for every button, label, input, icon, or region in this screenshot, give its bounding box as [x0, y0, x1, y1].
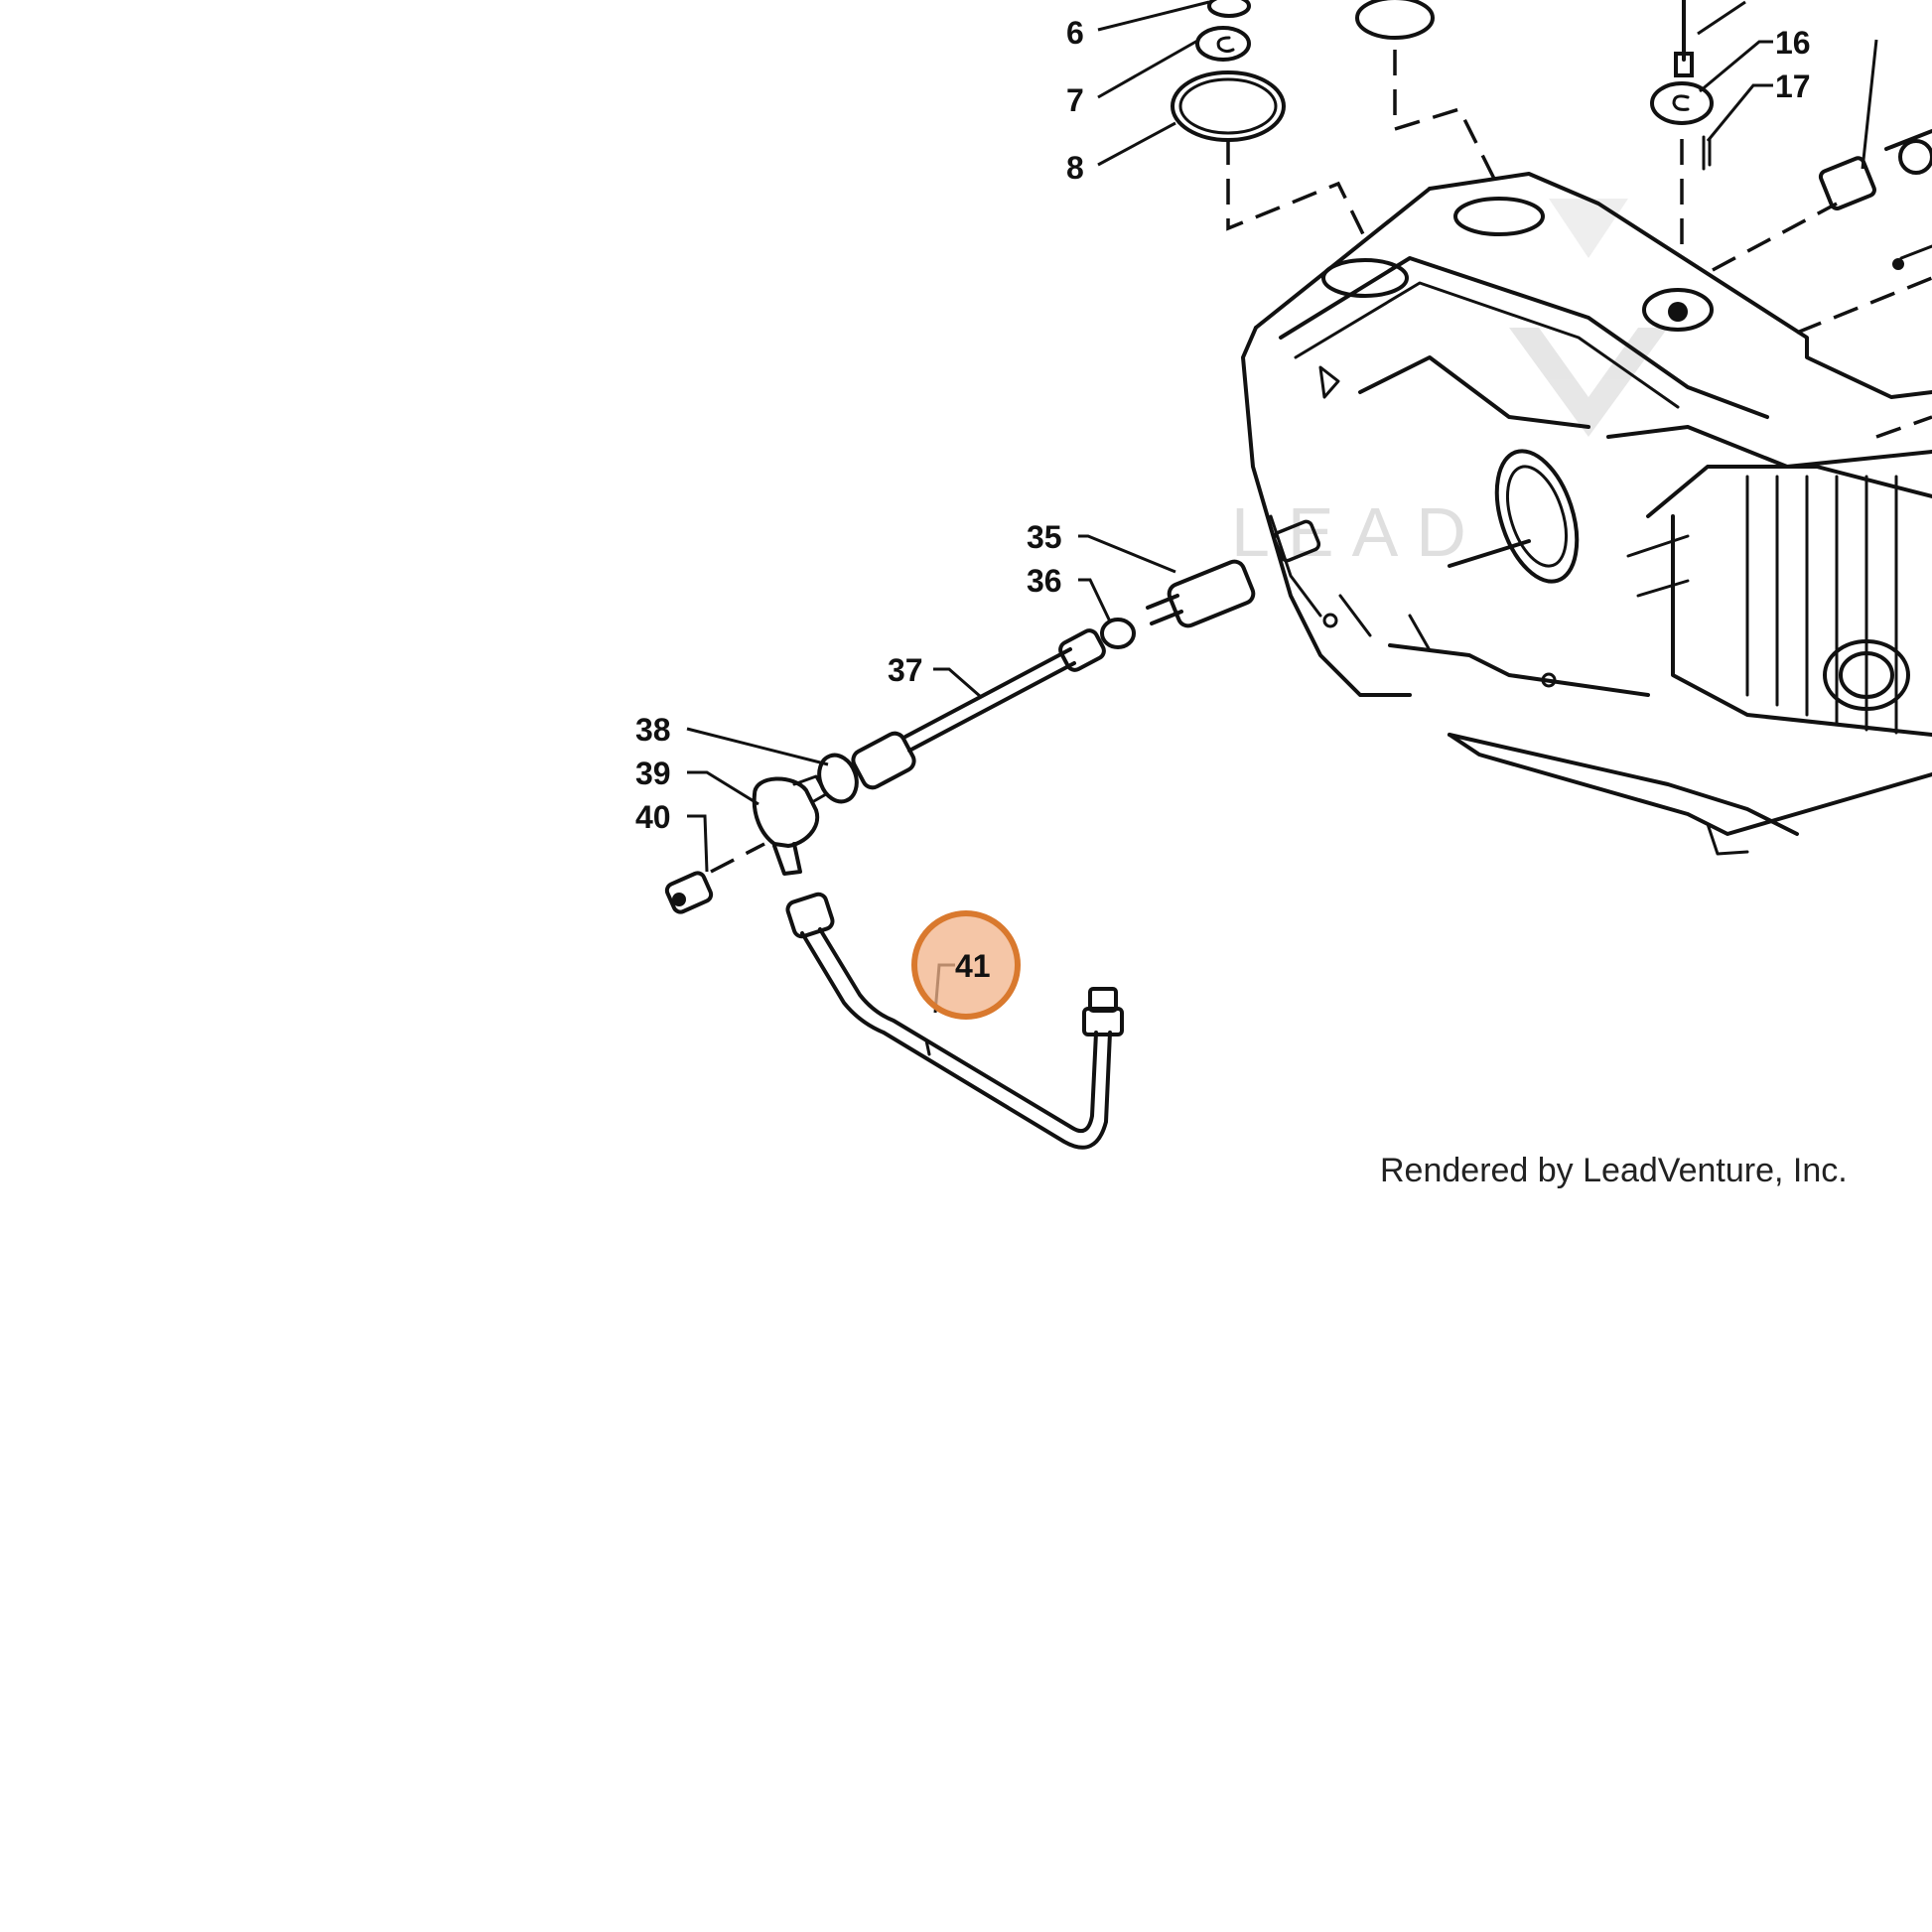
part-group-15-16-17 [1650, 0, 1932, 270]
callout-16[interactable]: 16 [1775, 25, 1811, 61]
watermark: LEAD [1231, 199, 1668, 571]
callout-6[interactable]: 6 [1066, 15, 1084, 51]
engine-crankcase [1241, 172, 1932, 856]
part-41-highlight[interactable] [911, 910, 1021, 1020]
svg-text:LEAD: LEAD [1231, 493, 1484, 571]
part-37 [851, 628, 1106, 790]
callout-36[interactable]: 36 [1027, 563, 1062, 599]
render-credit: Rendered by LeadVenture, Inc. [1380, 1152, 1848, 1189]
callout-37[interactable]: 37 [888, 652, 923, 688]
callout-17[interactable]: 17 [1775, 69, 1811, 104]
part-41 [785, 892, 1124, 1150]
callout-8[interactable]: 8 [1066, 150, 1084, 186]
part-39 [752, 774, 828, 876]
callout-35[interactable]: 35 [1027, 519, 1062, 555]
callout-38[interactable]: 38 [635, 712, 671, 748]
callout-40[interactable]: 40 [635, 799, 671, 835]
assembly-lines-top [1226, 50, 1932, 439]
leader-lines [686, 0, 1878, 1014]
callout-39[interactable]: 39 [635, 756, 671, 791]
part-35 [1146, 519, 1321, 628]
callout-41[interactable]: 41 [955, 948, 991, 984]
part-40 [664, 842, 765, 914]
lead-venture-watermark-logo [1509, 328, 1668, 437]
callout-labels: 6 7 8 16 17 35 36 37 38 39 40 41 [635, 15, 1811, 984]
part-36 [1100, 618, 1136, 649]
callout-7[interactable]: 7 [1066, 82, 1084, 118]
